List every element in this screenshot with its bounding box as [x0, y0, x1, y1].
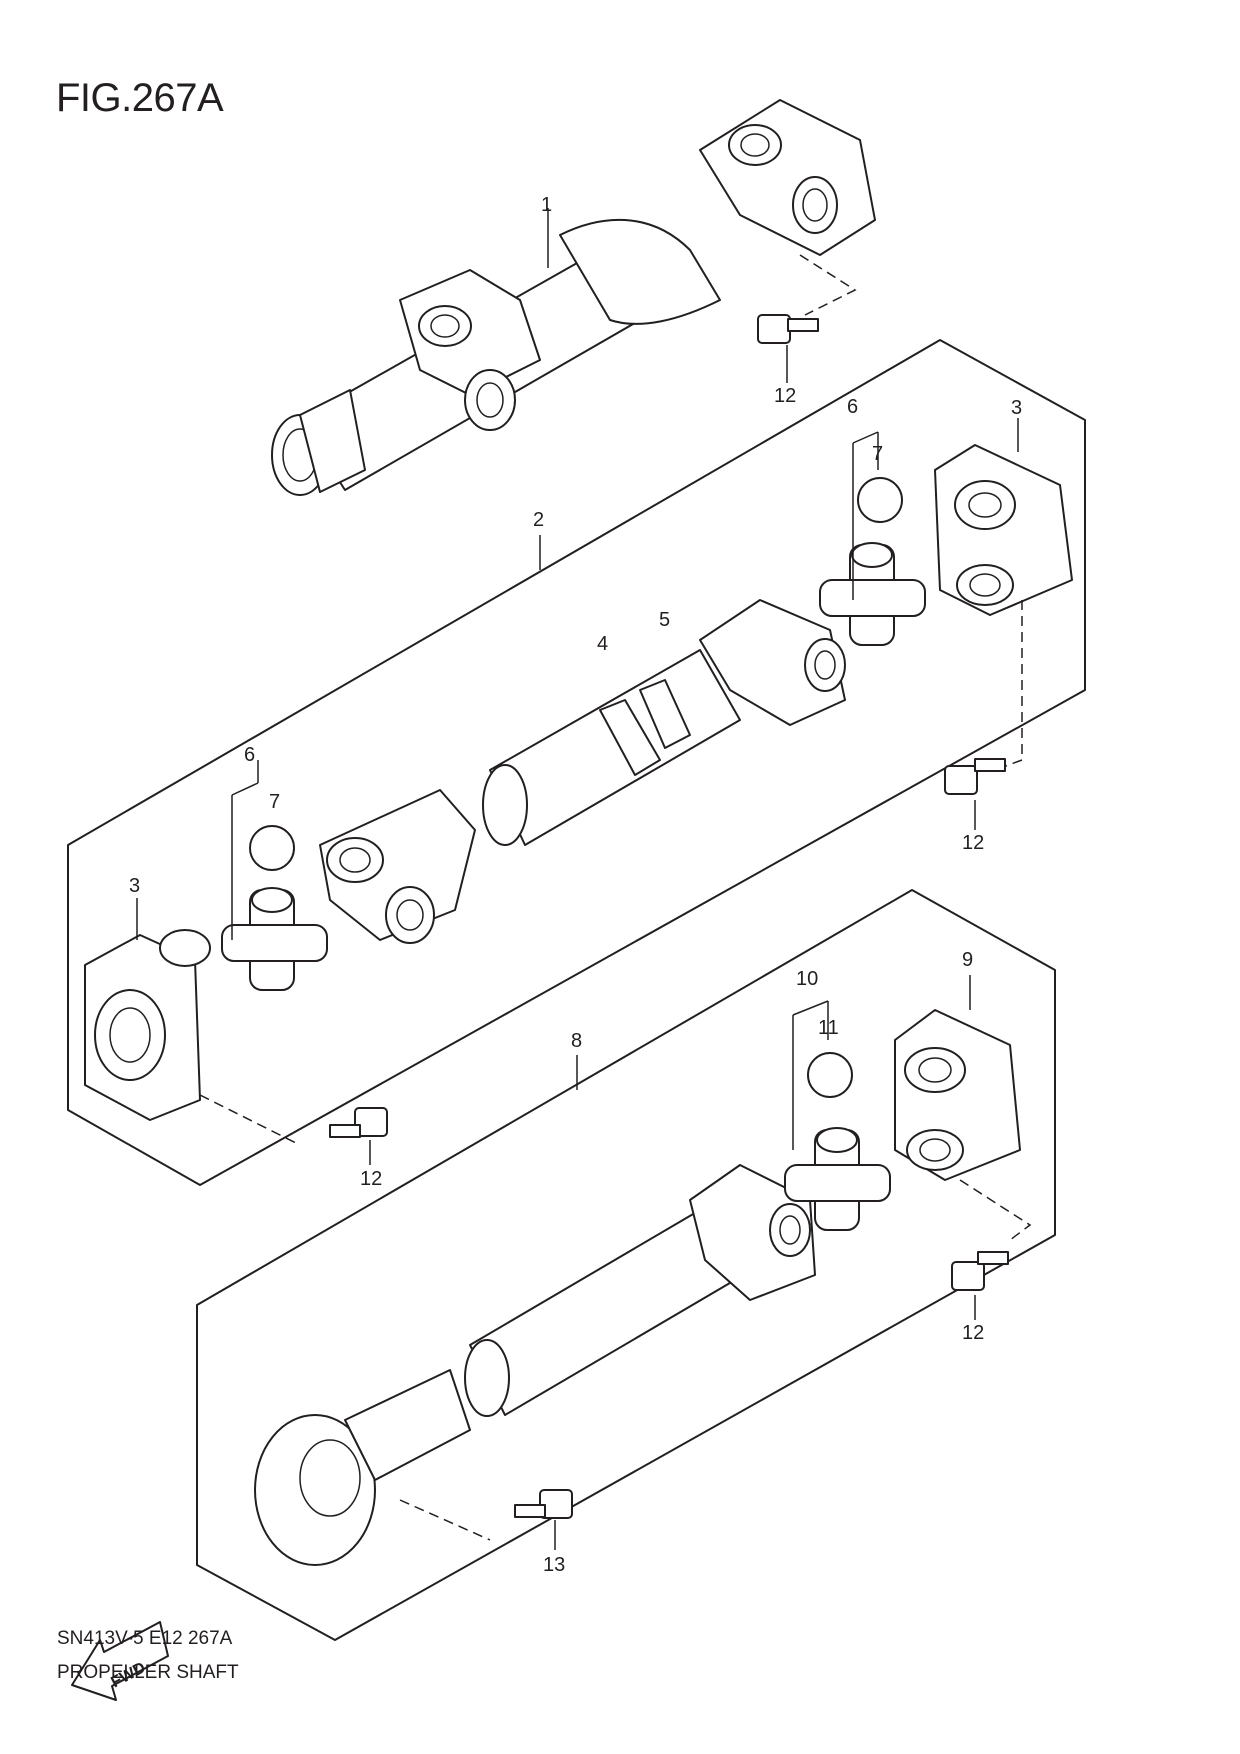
bolt-12-bottom-right: [951, 1251, 1009, 1291]
callout-2: 2: [533, 509, 544, 531]
callout-12-right-middle: 12: [962, 832, 984, 854]
callout-9: 9: [962, 949, 973, 971]
propeller-shaft-assembly-8: [196, 889, 1056, 1641]
figure-code: SN413V-5 E12 267A: [57, 1628, 233, 1649]
callout-6-right: 6: [847, 396, 858, 418]
bolt-13: [514, 1489, 573, 1519]
callout-6-left: 6: [244, 744, 255, 766]
callout-13: 13: [543, 1554, 565, 1576]
callout-7-left: 7: [269, 791, 280, 813]
propeller-shaft-assembly-1: [271, 99, 876, 496]
callout-3-left: 3: [129, 875, 140, 897]
figure-name: PROPELLER SHAFT: [57, 1662, 239, 1683]
callout-12-left-middle: 12: [360, 1168, 382, 1190]
callout-12-bottom-right: 12: [962, 1322, 984, 1344]
callout-10: 10: [796, 968, 818, 990]
bolt-12-top: [757, 314, 819, 344]
callout-11: 11: [818, 1017, 839, 1039]
universal-joint-6-left: [221, 887, 328, 991]
callout-12-top: 12: [774, 385, 796, 407]
callout-3-right: 3: [1011, 397, 1022, 419]
callout-5: 5: [659, 609, 670, 631]
propeller-shaft-assembly-2: [67, 339, 1086, 1186]
universal-joint-6-right: [819, 542, 926, 646]
callout-7-right: 7: [872, 443, 883, 465]
figure-title: FIG.267A: [56, 76, 224, 120]
universal-joint-10: [784, 1127, 891, 1231]
callout-8: 8: [571, 1030, 582, 1052]
bolt-12-right-middle: [944, 758, 1006, 795]
callout-4: 4: [597, 633, 608, 655]
callout-1: 1: [541, 194, 552, 216]
bolt-12-left-middle: [329, 1107, 388, 1138]
